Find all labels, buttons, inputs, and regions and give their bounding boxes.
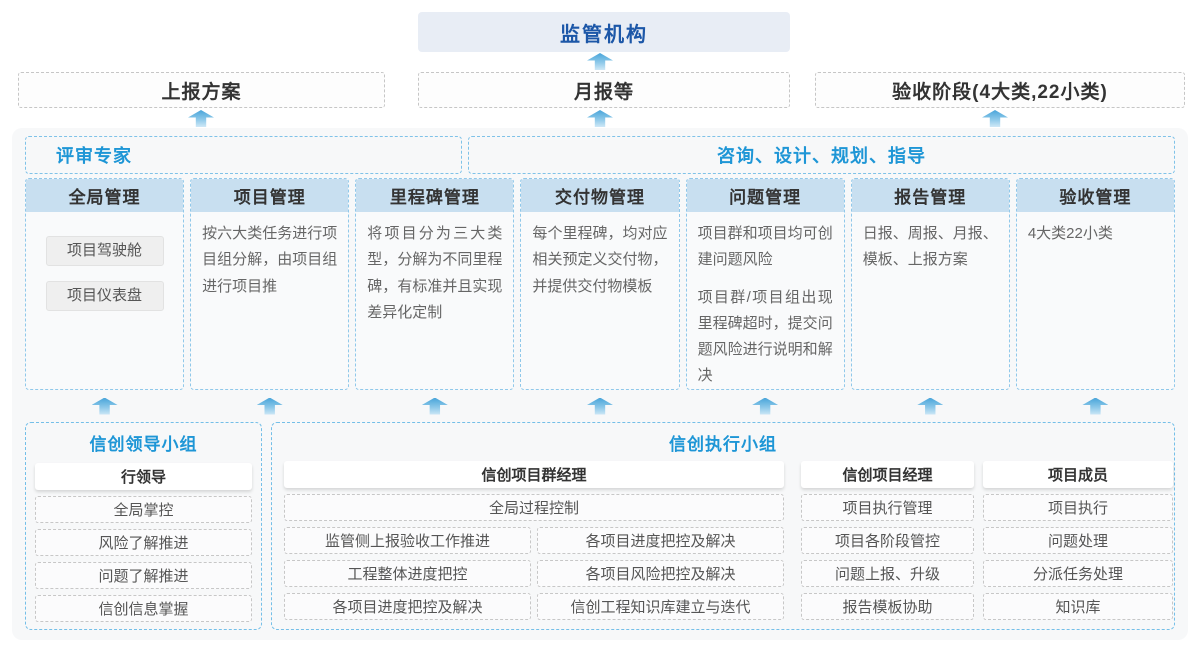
column-text: 每个里程碑，均对应相关预定义交付物，并提供交付物模板 <box>532 225 668 295</box>
role-program-manager: 信创项目群经理 <box>284 461 784 488</box>
regulator-label: 监管机构 <box>560 23 648 46</box>
column-text: 按六大类任务进行项目组分解，由项目组进行项目推 <box>202 225 338 295</box>
project-cockpit-box: 项目驾驶舱 <box>45 236 164 266</box>
column-body: 将项目分为三大类型，分解为不同里程碑，有标准并且实现差异化定制 <box>356 212 513 335</box>
leadership-item: 风险了解推进 <box>35 529 252 556</box>
execution-group: 信创执行小组 信创项目群经理 全局过程控制 监管侧上报验收工作推进 各项目进度把… <box>271 422 1175 630</box>
column-milestone-management: 里程碑管理 将项目分为三大类型，分解为不同里程碑，有标准并且实现差异化定制 <box>355 178 515 390</box>
column-title: 验收管理 <box>1016 179 1174 212</box>
project-dashboard-box: 项目仪表盘 <box>45 281 164 311</box>
column-body: 按六大类任务进行项目组分解，由项目组进行项目推 <box>191 212 348 309</box>
project-manager-item: 问题上报、升级 <box>801 560 974 587</box>
up-arrow-icon <box>188 110 214 127</box>
flow-box-monthly-report: 月报等 <box>418 72 790 108</box>
main-panel: 评审专家 咨询、设计、规划、指导 全局管理 项目驾驶舱 项目仪表盘 项目管理 按… <box>12 128 1188 640</box>
column-body: 项目群和项目均可创建问题风险 项目群/项目组出现里程碑超时，提交问题风险进行说明… <box>687 212 844 389</box>
flow-box-acceptance-stage: 验收阶段(4大类,22小类) <box>815 72 1185 108</box>
column-acceptance-management: 验收管理 4大类22小类 <box>1015 178 1175 390</box>
project-manager-item: 项目各阶段管控 <box>801 527 974 554</box>
column-title: 项目管理 <box>191 179 349 212</box>
program-manager-item-grid: 监管侧上报验收工作推进 各项目进度把控及解决 工程整体进度把控 各项目风险把控及… <box>284 527 784 620</box>
column-text: 将项目分为三大类型，分解为不同里程碑，有标准并且实现差异化定制 <box>367 225 503 321</box>
column-body: 日报、周报、月报、模板、上报方案 <box>852 212 1009 283</box>
column-global-management: 全局管理 项目驾驶舱 项目仪表盘 <box>25 178 185 390</box>
project-member-block: 项目成员 项目执行 问题处理 分派任务处理 知识库 <box>983 461 1173 620</box>
flow-box-label: 验收阶段(4大类,22小类) <box>892 81 1108 103</box>
leadership-item: 信创信息掌握 <box>35 595 252 622</box>
up-arrow-icon <box>421 397 448 415</box>
column-body: 每个里程碑，均对应相关预定义交付物，并提供交付物模板 <box>521 212 678 309</box>
flow-box-label: 上报方案 <box>161 81 242 103</box>
column-title: 里程碑管理 <box>356 179 514 212</box>
review-experts-label: 评审专家 <box>56 146 132 166</box>
column-text: 日报、周报、月报、模板、上报方案 <box>862 225 998 269</box>
column-title: 报告管理 <box>851 179 1009 212</box>
flow-box-label: 月报等 <box>573 81 634 103</box>
regulator-box: 监管机构 <box>418 12 790 52</box>
execution-group-title: 信创执行小组 <box>669 435 777 454</box>
consulting-box: 咨询、设计、规划、指导 <box>468 136 1175 174</box>
column-issue-management: 问题管理 项目群和项目均可创建问题风险 项目群/项目组出现里程碑超时，提交问题风… <box>685 178 845 390</box>
column-report-management: 报告管理 日报、周报、月报、模板、上报方案 <box>850 178 1010 390</box>
up-arrow-icon <box>587 110 613 127</box>
program-manager-item: 信创工程知识库建立与迭代 <box>537 593 784 620</box>
consulting-label: 咨询、设计、规划、指导 <box>717 146 926 166</box>
up-arrow-icon <box>256 397 283 415</box>
leadership-item: 全局掌控 <box>35 496 252 523</box>
up-arrow-icon <box>917 397 944 415</box>
program-manager-item: 工程整体进度把控 <box>284 560 531 587</box>
project-manager-item: 项目执行管理 <box>801 494 974 521</box>
column-title: 问题管理 <box>686 179 844 212</box>
project-member-item: 分派任务处理 <box>983 560 1173 587</box>
column-title: 交付物管理 <box>521 179 679 212</box>
up-arrow-icon <box>752 397 779 415</box>
flow-box-report-plan: 上报方案 <box>18 72 385 108</box>
up-arrow-icon <box>982 110 1008 127</box>
program-manager-item: 各项目进度把控及解决 <box>284 593 531 620</box>
leadership-group: 信创领导小组 行领导 全局掌控 风险了解推进 问题了解推进 信创信息掌握 <box>25 422 262 630</box>
column-body: 4大类22小类 <box>1017 212 1174 256</box>
project-member-item: 项目执行 <box>983 494 1173 521</box>
column-body: 项目驾驶舱 项目仪表盘 <box>26 212 183 320</box>
project-manager-item: 报告模板协助 <box>801 593 974 620</box>
column-text: 4大类22小类 <box>1027 225 1113 242</box>
capability-columns: 全局管理 项目驾驶舱 项目仪表盘 项目管理 按六大类任务进行项目组分解，由项目组… <box>25 178 1175 390</box>
role-project-member: 项目成员 <box>983 461 1173 488</box>
program-manager-item: 全局过程控制 <box>284 494 784 521</box>
bottom-groups: 信创领导小组 行领导 全局掌控 风险了解推进 问题了解推进 信创信息掌握 信创执… <box>25 422 1175 630</box>
up-arrow-icon <box>586 397 613 415</box>
up-arrow-icon <box>587 53 613 70</box>
column-text: 项目群/项目组出现里程碑超时，提交问题风险进行说明和解决 <box>697 288 833 385</box>
up-arrow-icon <box>1082 397 1109 415</box>
column-deliverable-management: 交付物管理 每个里程碑，均对应相关预定义交付物，并提供交付物模板 <box>520 178 680 390</box>
project-member-item: 问题处理 <box>983 527 1173 554</box>
program-manager-item: 各项目进度把控及解决 <box>537 527 784 554</box>
leadership-item: 问题了解推进 <box>35 562 252 589</box>
review-experts-box: 评审专家 <box>25 136 462 174</box>
column-title: 全局管理 <box>26 179 184 212</box>
panel-header-row: 评审专家 咨询、设计、规划、指导 <box>25 136 1175 174</box>
role-bank-leader: 行领导 <box>35 463 252 490</box>
project-member-item: 知识库 <box>983 593 1173 620</box>
leadership-group-title: 信创领导小组 <box>89 435 198 454</box>
column-project-management: 项目管理 按六大类任务进行项目组分解，由项目组进行项目推 <box>190 178 350 390</box>
program-manager-item: 各项目风险把控及解决 <box>537 560 784 587</box>
program-manager-block: 信创项目群经理 全局过程控制 监管侧上报验收工作推进 各项目进度把控及解决 工程… <box>284 461 784 620</box>
column-text: 项目群和项目均可创建问题风险 <box>697 225 833 269</box>
program-manager-item: 监管侧上报验收工作推进 <box>284 527 531 554</box>
project-manager-block: 信创项目经理 项目执行管理 项目各阶段管控 问题上报、升级 报告模板协助 <box>801 461 974 620</box>
role-project-manager: 信创项目经理 <box>801 461 974 488</box>
up-arrow-icon <box>91 397 118 415</box>
group-to-columns-arrows <box>25 394 1175 418</box>
